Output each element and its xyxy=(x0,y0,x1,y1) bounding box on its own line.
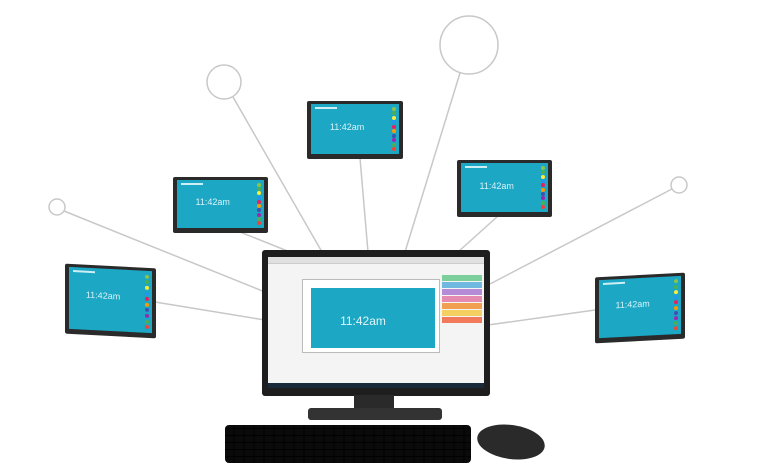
app-icon xyxy=(145,319,149,324)
panel-button xyxy=(442,317,482,323)
panel-button xyxy=(442,282,482,288)
clock-text: 11:42am xyxy=(329,122,365,132)
keyboard xyxy=(225,425,471,463)
remote-view-window: 11:42am xyxy=(302,279,440,353)
app-icon xyxy=(145,274,149,279)
app-icon xyxy=(145,308,149,313)
app-icon xyxy=(145,296,149,302)
app-icon xyxy=(674,316,678,321)
touch-display: 11:42am xyxy=(173,177,268,233)
app-icon xyxy=(145,291,149,296)
connector-line xyxy=(232,96,323,253)
app-icon xyxy=(541,174,545,179)
connector-line xyxy=(487,188,673,286)
monitor-neck xyxy=(354,395,394,410)
node-circle xyxy=(48,198,66,216)
connector-line xyxy=(239,231,291,253)
panel-button xyxy=(442,303,482,309)
panel-button xyxy=(442,296,482,302)
clock-text: 11:42am xyxy=(85,290,121,302)
panel-button xyxy=(442,310,482,316)
clock-text: 11:42am xyxy=(615,298,650,311)
app-icon xyxy=(674,279,678,284)
app-icon xyxy=(541,170,545,175)
connector-line xyxy=(404,72,461,253)
desktop-monitor: 11:42am xyxy=(262,250,490,396)
app-icon xyxy=(674,305,678,310)
app-icon xyxy=(541,165,545,170)
connector-line xyxy=(63,210,266,293)
clock-text: 11:42am xyxy=(195,197,230,208)
connector-line xyxy=(359,157,369,253)
app-icon xyxy=(257,191,261,196)
app-icon xyxy=(541,192,545,196)
touch-display: 11:42am xyxy=(307,101,403,159)
app-icon xyxy=(257,195,261,200)
app-icon xyxy=(674,310,678,315)
app-icon xyxy=(541,178,545,183)
app-icon xyxy=(674,326,678,331)
app-icon xyxy=(392,111,396,116)
monitor-screen: 11:42am xyxy=(268,257,484,388)
app-icon xyxy=(541,187,545,192)
app-icon xyxy=(392,138,396,143)
panel-button xyxy=(442,275,482,281)
app-icon xyxy=(392,146,396,151)
app-icon xyxy=(257,208,261,213)
app-icon xyxy=(674,289,678,295)
clock-text: 11:42am xyxy=(340,314,386,328)
connector-line xyxy=(457,215,499,253)
app-icon xyxy=(674,295,678,300)
app-icon xyxy=(392,115,396,120)
connector-line xyxy=(154,301,266,321)
touch-display: 11:42am xyxy=(595,272,685,344)
app-icon xyxy=(674,321,678,326)
app-icon xyxy=(145,302,149,307)
control-panel xyxy=(442,275,482,324)
app-icon xyxy=(145,325,149,330)
app-icon xyxy=(541,205,545,210)
app-icon xyxy=(392,142,396,147)
panel-button xyxy=(442,289,482,295)
app-icon xyxy=(392,129,396,134)
app-icon xyxy=(257,199,261,204)
app-icon xyxy=(392,107,396,111)
node-circle xyxy=(670,176,688,194)
app-icon xyxy=(145,313,149,319)
app-icon xyxy=(541,200,545,205)
app-icon xyxy=(257,221,261,226)
clock-text: 11:42am xyxy=(479,180,514,191)
monitor-base xyxy=(308,408,442,420)
app-icon xyxy=(257,216,261,221)
connector-line xyxy=(487,309,596,326)
app-icon xyxy=(257,182,261,187)
app-icon xyxy=(674,300,678,305)
app-icon xyxy=(392,124,396,129)
touch-display: 11:42am xyxy=(65,263,156,339)
app-icon xyxy=(257,212,261,217)
touch-display: 11:42am xyxy=(457,160,552,217)
app-icon xyxy=(145,285,149,290)
app-icon xyxy=(392,120,396,125)
app-icon xyxy=(392,133,396,138)
taskbar xyxy=(268,383,484,388)
app-icon xyxy=(145,280,149,285)
app-icon xyxy=(257,204,261,209)
app-icon xyxy=(257,187,261,192)
app-icon xyxy=(541,183,545,188)
node-circle xyxy=(439,15,499,75)
node-circle xyxy=(206,64,242,100)
app-icon xyxy=(674,284,678,289)
app-icon xyxy=(541,196,545,201)
